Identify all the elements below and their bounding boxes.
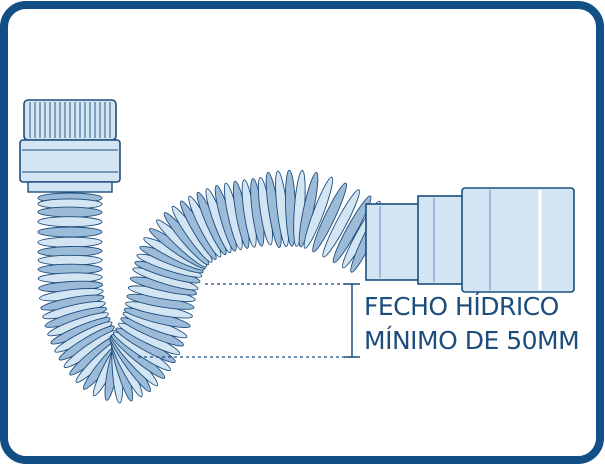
threaded-nut <box>23 99 117 141</box>
collar <box>19 139 121 193</box>
hose-ring <box>332 195 372 264</box>
water-seal-dimension <box>138 283 360 358</box>
hose-ring <box>37 206 103 218</box>
hose-ring <box>37 226 103 238</box>
hose-ring <box>303 176 334 249</box>
hose-ring <box>312 182 347 253</box>
hose-ring <box>37 216 103 228</box>
hose-ring <box>37 236 103 248</box>
hose-ring <box>322 189 360 258</box>
annotation-line-2: MÍNIMO DE 50MM <box>364 326 580 355</box>
annotation-line-1: FECHO HÍDRICO <box>364 292 559 321</box>
outlet-fittings <box>365 187 575 293</box>
